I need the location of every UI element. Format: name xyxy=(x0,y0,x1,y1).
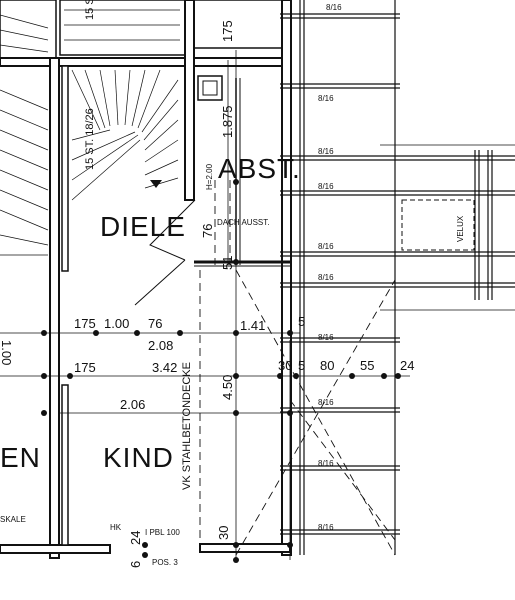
velux-window xyxy=(401,199,475,251)
note-velux: VELUX xyxy=(456,215,465,242)
room-label-kind: KIND xyxy=(103,442,174,473)
dim-208: 2.08 xyxy=(148,338,173,353)
dim-76a: 76 xyxy=(148,316,162,331)
dim-175-bot: 175 xyxy=(74,360,96,375)
dim-6: 6 xyxy=(128,561,143,568)
note-hk: HK xyxy=(110,523,122,532)
rafter-label: 8/16 xyxy=(318,523,334,532)
dim-175-top: 175 xyxy=(74,316,96,331)
rafter-label: 8/16 xyxy=(318,147,334,156)
rafter-label: 8/16 xyxy=(318,459,334,468)
walls xyxy=(0,0,292,559)
room-label-abst: ABST. xyxy=(218,153,301,184)
dim-206: 2.06 xyxy=(120,397,145,412)
rafter-label: 8/16 xyxy=(318,398,334,407)
dim-100-side: 1.00 xyxy=(0,340,14,365)
room-label-diele: DIELE xyxy=(100,211,186,242)
note-hoehe: H=2.00 xyxy=(205,163,214,190)
dim-30a: 30 xyxy=(278,358,292,373)
dim-24a: 24 xyxy=(400,358,414,373)
rafter-label: 8/16 xyxy=(318,242,334,251)
stair-label-upper: 15 ST. 18/26 xyxy=(84,108,96,170)
dimension-dots xyxy=(41,179,401,563)
note-pos: POS. 3 xyxy=(152,558,178,567)
note-dach-ausst: DACH AUSST. xyxy=(217,218,269,227)
dim-342: 3.42 xyxy=(152,360,177,375)
room-label-en-partial: EN xyxy=(0,442,41,473)
note-pbl: I PBL 100 xyxy=(145,528,180,537)
door-swing xyxy=(134,199,196,306)
rafter-labels: 8/16 8/16 8/16 8/16 8/16 8/16 8/16 8/16 … xyxy=(318,3,342,532)
dim-76b: 76 xyxy=(200,224,215,238)
rafter-label: 8/16 xyxy=(318,333,334,342)
rafters xyxy=(280,0,515,555)
dim-30b: 30 xyxy=(216,526,231,540)
dim-141: 1.41 xyxy=(240,318,265,333)
rafter-label: 8/16 xyxy=(318,182,334,191)
note-skale: SKALE xyxy=(0,515,26,524)
rafter-label: 8/16 xyxy=(318,273,334,282)
dim-5b: 5 xyxy=(298,358,305,373)
dim-51: 51 xyxy=(220,256,235,270)
dim-175-vert: 175 xyxy=(220,20,235,42)
dim-450: 4.50 xyxy=(220,375,235,400)
dim-5a: 5 xyxy=(298,314,305,329)
rafter-label: 8/16 xyxy=(326,3,342,12)
stair-arrow-icon xyxy=(150,180,162,188)
dim-24b: 24 xyxy=(128,531,143,545)
hidden-lines xyxy=(199,180,396,556)
dim-55: 55 xyxy=(360,358,374,373)
rafter-label: 8/16 xyxy=(318,94,334,103)
dim-1875: 1.875 xyxy=(220,105,235,138)
dim-80: 80 xyxy=(320,358,334,373)
stair-treads xyxy=(0,9,180,256)
stair-label-top: 15 ST. xyxy=(84,0,96,20)
dim-100: 1.00 xyxy=(104,316,129,331)
note-vk-stahlbetondecke: VK STAHLBETONDECKE xyxy=(181,362,193,490)
